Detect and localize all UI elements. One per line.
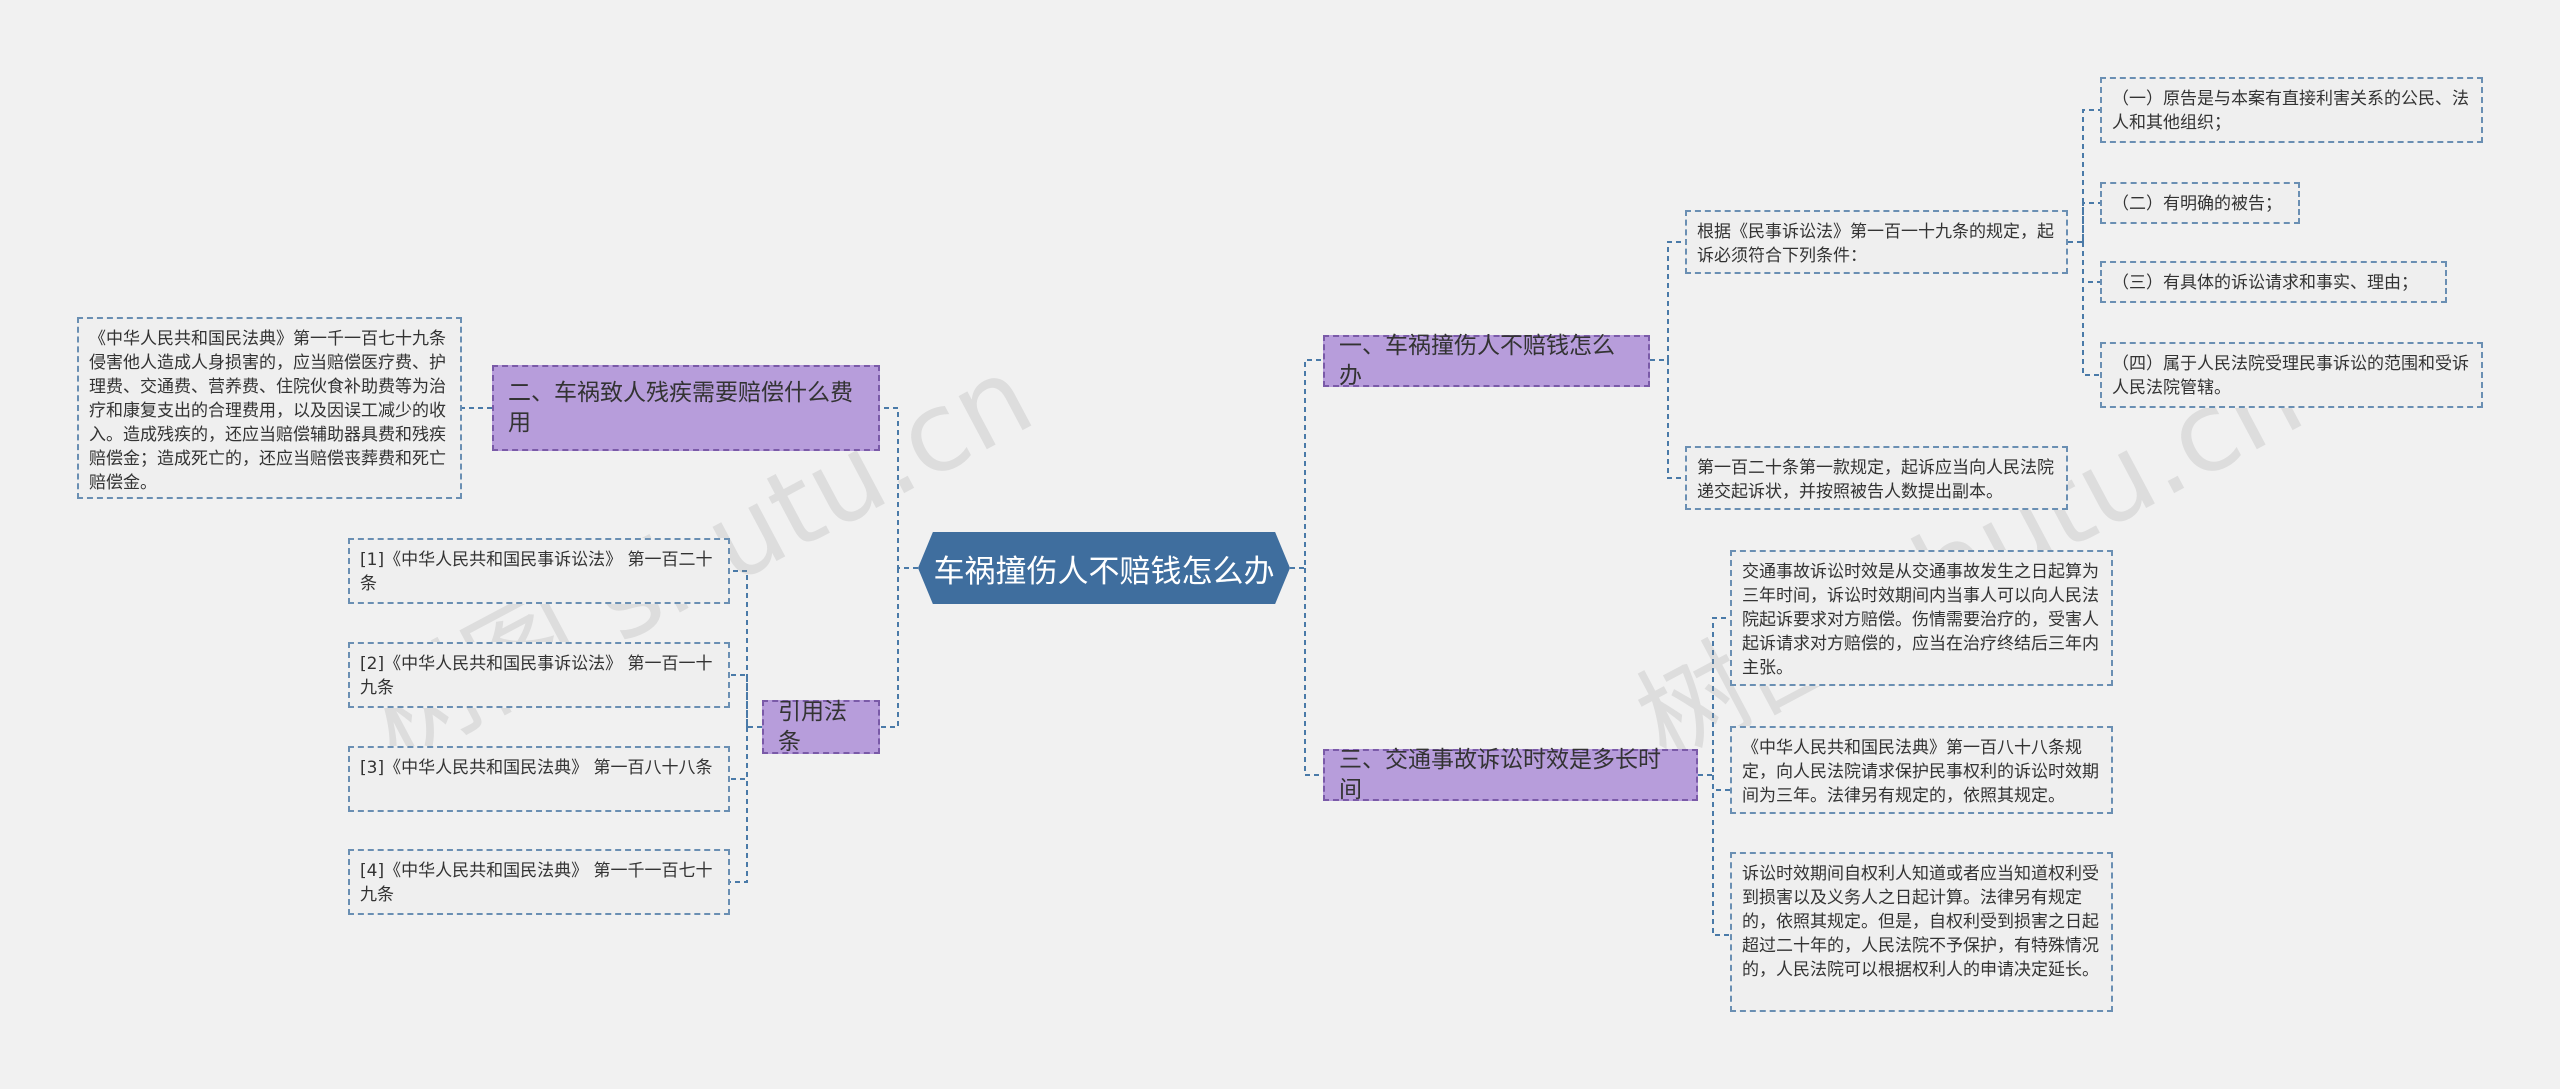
limitation-start-node[interactable]: 诉讼时效期间自权利人知道或者应当知道权利受到损害以及义务人之日起计算。法律另有规… [1730,852,2113,1012]
citation-3[interactable]: [3]《中华人民共和国民法典》 第一百八十八条 [348,746,730,812]
leaf-text: （二）有明确的被告； [2112,194,2282,214]
citation-2[interactable]: [2]《中华人民共和国民事诉讼法》 第一百一十九条 [348,642,730,708]
leaf-text: 《中华人民共和国民法典》第一千一百七十九条侵害他人造成人身损害的，应当赔偿医疗费… [89,329,446,493]
leaf-text: [1]《中华人民共和国民事诉讼法》 第一百二十条 [360,550,713,594]
citation-4[interactable]: [4]《中华人民共和国民法典》 第一千一百七十九条 [348,849,730,915]
branch-topic-3[interactable]: 三、交通事故诉讼时效是多长时间 [1323,747,1698,803]
filing-rule-node[interactable]: 第一百二十条第一款规定，起诉应当向人民法院递交起诉状，并按照被告人数提出副本。 [1685,446,2068,510]
central-topic-label: 车祸撞伤人不赔钱怎么办 [933,553,1275,590]
condition-item-4[interactable]: （四）属于人民法院受理民事诉讼的范围和受诉人民法院管辖。 [2100,342,2483,408]
branch-topic-4[interactable]: 引用法条 [762,699,880,755]
leaf-text: 交通事故诉讼时效是从交通事故发生之日起算为三年时间，诉讼时效期间内当事人可以向人… [1742,562,2099,678]
branch-label: 二、车祸致人残疾需要赔偿什么费用 [508,380,853,436]
condition-item-1[interactable]: （一）原告是与本案有直接利害关系的公民、法人和其他组织； [2100,77,2483,143]
condition-item-2[interactable]: （二）有明确的被告； [2100,182,2300,224]
branch-topic-2[interactable]: 二、车祸致人残疾需要赔偿什么费用 [492,365,880,451]
branch-label: 三、交通事故诉讼时效是多长时间 [1339,747,1661,803]
leaf-text: （三）有具体的诉讼请求和事实、理由； [2112,273,2418,293]
leaf-text: （一）原告是与本案有直接利害关系的公民、法人和其他组织； [2112,89,2469,133]
leaf-text: 根据《民事诉讼法》第一百一十九条的规定，起诉必须符合下列条件： [1697,222,2054,266]
leaf-text: 《中华人民共和国民法典》第一百八十八条规定，向人民法院请求保护民事权利的诉讼时效… [1742,738,2099,806]
leaf-text: （四）属于人民法院受理民事诉讼的范围和受诉人民法院管辖。 [2112,354,2469,398]
leaf-text: [4]《中华人民共和国民法典》 第一千一百七十九条 [360,861,713,905]
condition-item-3[interactable]: （三）有具体的诉讼请求和事实、理由； [2100,261,2447,303]
leaf-text: 第一百二十条第一款规定，起诉应当向人民法院递交起诉状，并按照被告人数提出副本。 [1697,458,2054,502]
compensation-items-node[interactable]: 《中华人民共和国民法典》第一千一百七十九条侵害他人造成人身损害的，应当赔偿医疗费… [77,317,462,499]
civil-code-188-node[interactable]: 《中华人民共和国民法典》第一百八十八条规定，向人民法院请求保护民事权利的诉讼时效… [1730,726,2113,814]
leaf-text: [2]《中华人民共和国民事诉讼法》 第一百一十九条 [360,654,713,698]
condition-intro-node[interactable]: 根据《民事诉讼法》第一百一十九条的规定，起诉必须符合下列条件： [1685,210,2068,274]
leaf-text: [3]《中华人民共和国民法典》 第一百八十八条 [360,758,713,778]
central-topic[interactable]: 车祸撞伤人不赔钱怎么办 [918,532,1290,604]
branch-label: 一、车祸撞伤人不赔钱怎么办 [1339,333,1615,389]
limitation-explain-node[interactable]: 交通事故诉讼时效是从交通事故发生之日起算为三年时间，诉讼时效期间内当事人可以向人… [1730,550,2113,686]
citation-1[interactable]: [1]《中华人民共和国民事诉讼法》 第一百二十条 [348,538,730,604]
branch-label: 引用法条 [778,699,847,755]
branch-topic-1[interactable]: 一、车祸撞伤人不赔钱怎么办 [1323,333,1650,389]
leaf-text: 诉讼时效期间自权利人知道或者应当知道权利受到损害以及义务人之日起计算。法律另有规… [1742,864,2099,980]
